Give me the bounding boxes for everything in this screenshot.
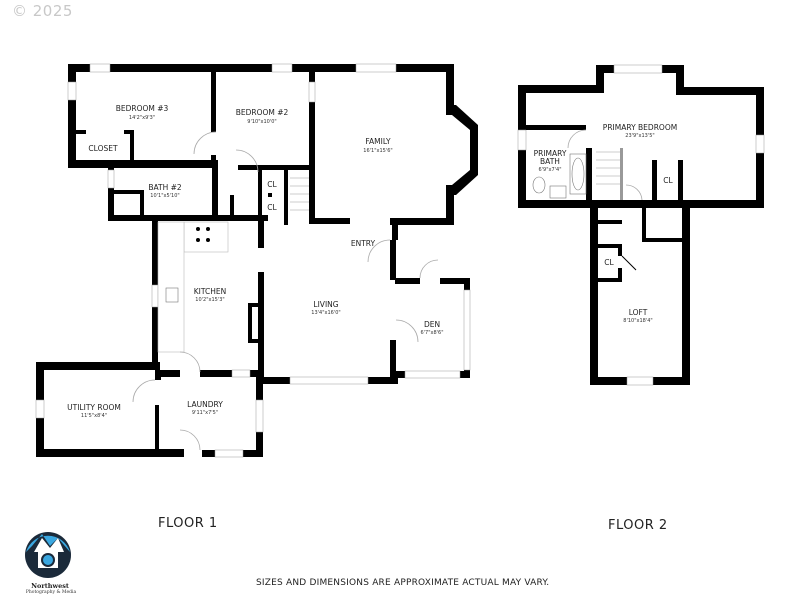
svg-text:LIVING: LIVING <box>313 300 338 309</box>
room-labels: BEDROOM #3 14'2"x9'3" BEDROOM #2 9'10"x1… <box>67 104 677 419</box>
svg-text:BATH: BATH <box>540 157 560 166</box>
svg-text:14'2"x9'3": 14'2"x9'3" <box>129 115 155 121</box>
logo-name: Northwest <box>31 582 69 590</box>
svg-text:16'1"x15'6": 16'1"x15'6" <box>363 148 392 154</box>
svg-text:9'10"x10'0": 9'10"x10'0" <box>247 119 276 125</box>
svg-text:CL: CL <box>663 176 673 185</box>
floor-2-label: FLOOR 2 <box>608 518 668 533</box>
svg-text:13'4"x16'0": 13'4"x16'0" <box>311 310 340 316</box>
svg-text:23'9"x13'5": 23'9"x13'5" <box>625 133 654 139</box>
svg-text:PRIMARY BEDROOM: PRIMARY BEDROOM <box>603 123 677 132</box>
svg-text:KITCHEN: KITCHEN <box>194 287 227 296</box>
svg-text:BEDROOM #3: BEDROOM #3 <box>116 104 169 113</box>
svg-text:DEN: DEN <box>424 320 440 329</box>
svg-text:9'11"x7'5": 9'11"x7'5" <box>192 410 218 416</box>
svg-text:PRIMARY: PRIMARY <box>534 149 567 158</box>
logo-tagline: Photography & Media <box>25 590 77 595</box>
company-logo <box>25 532 71 578</box>
svg-text:LAUNDRY: LAUNDRY <box>187 400 223 409</box>
svg-text:ENTRY: ENTRY <box>351 239 376 248</box>
svg-text:6'7"x8'6": 6'7"x8'6" <box>420 330 443 336</box>
svg-text:10'1"x5'10": 10'1"x5'10" <box>150 193 179 199</box>
svg-text:11'5"x8'4": 11'5"x8'4" <box>81 413 107 419</box>
svg-text:CL: CL <box>267 180 277 189</box>
floor-2-plan <box>517 64 765 386</box>
svg-text:8'10"x18'4": 8'10"x18'4" <box>623 318 652 324</box>
svg-text:BATH #2: BATH #2 <box>148 183 182 192</box>
svg-text:10'2"x15'3": 10'2"x15'3" <box>195 297 224 303</box>
svg-text:CLOSET: CLOSET <box>88 144 118 153</box>
svg-text:LOFT: LOFT <box>629 308 648 317</box>
floor-1-label: FLOOR 1 <box>158 516 218 531</box>
svg-text:CL: CL <box>604 258 614 267</box>
disclaimer-text: SIZES AND DIMENSIONS ARE APPROXIMATE ACT… <box>256 578 550 588</box>
floor-1-plan <box>35 63 478 458</box>
copyright-text: © 2025 <box>12 2 73 20</box>
svg-text:BEDROOM #2: BEDROOM #2 <box>236 108 289 117</box>
svg-text:CL: CL <box>267 203 277 212</box>
svg-text:UTILITY ROOM: UTILITY ROOM <box>67 403 121 412</box>
svg-text:6'9"x7'4": 6'9"x7'4" <box>538 167 561 173</box>
svg-text:FAMILY: FAMILY <box>365 137 391 146</box>
